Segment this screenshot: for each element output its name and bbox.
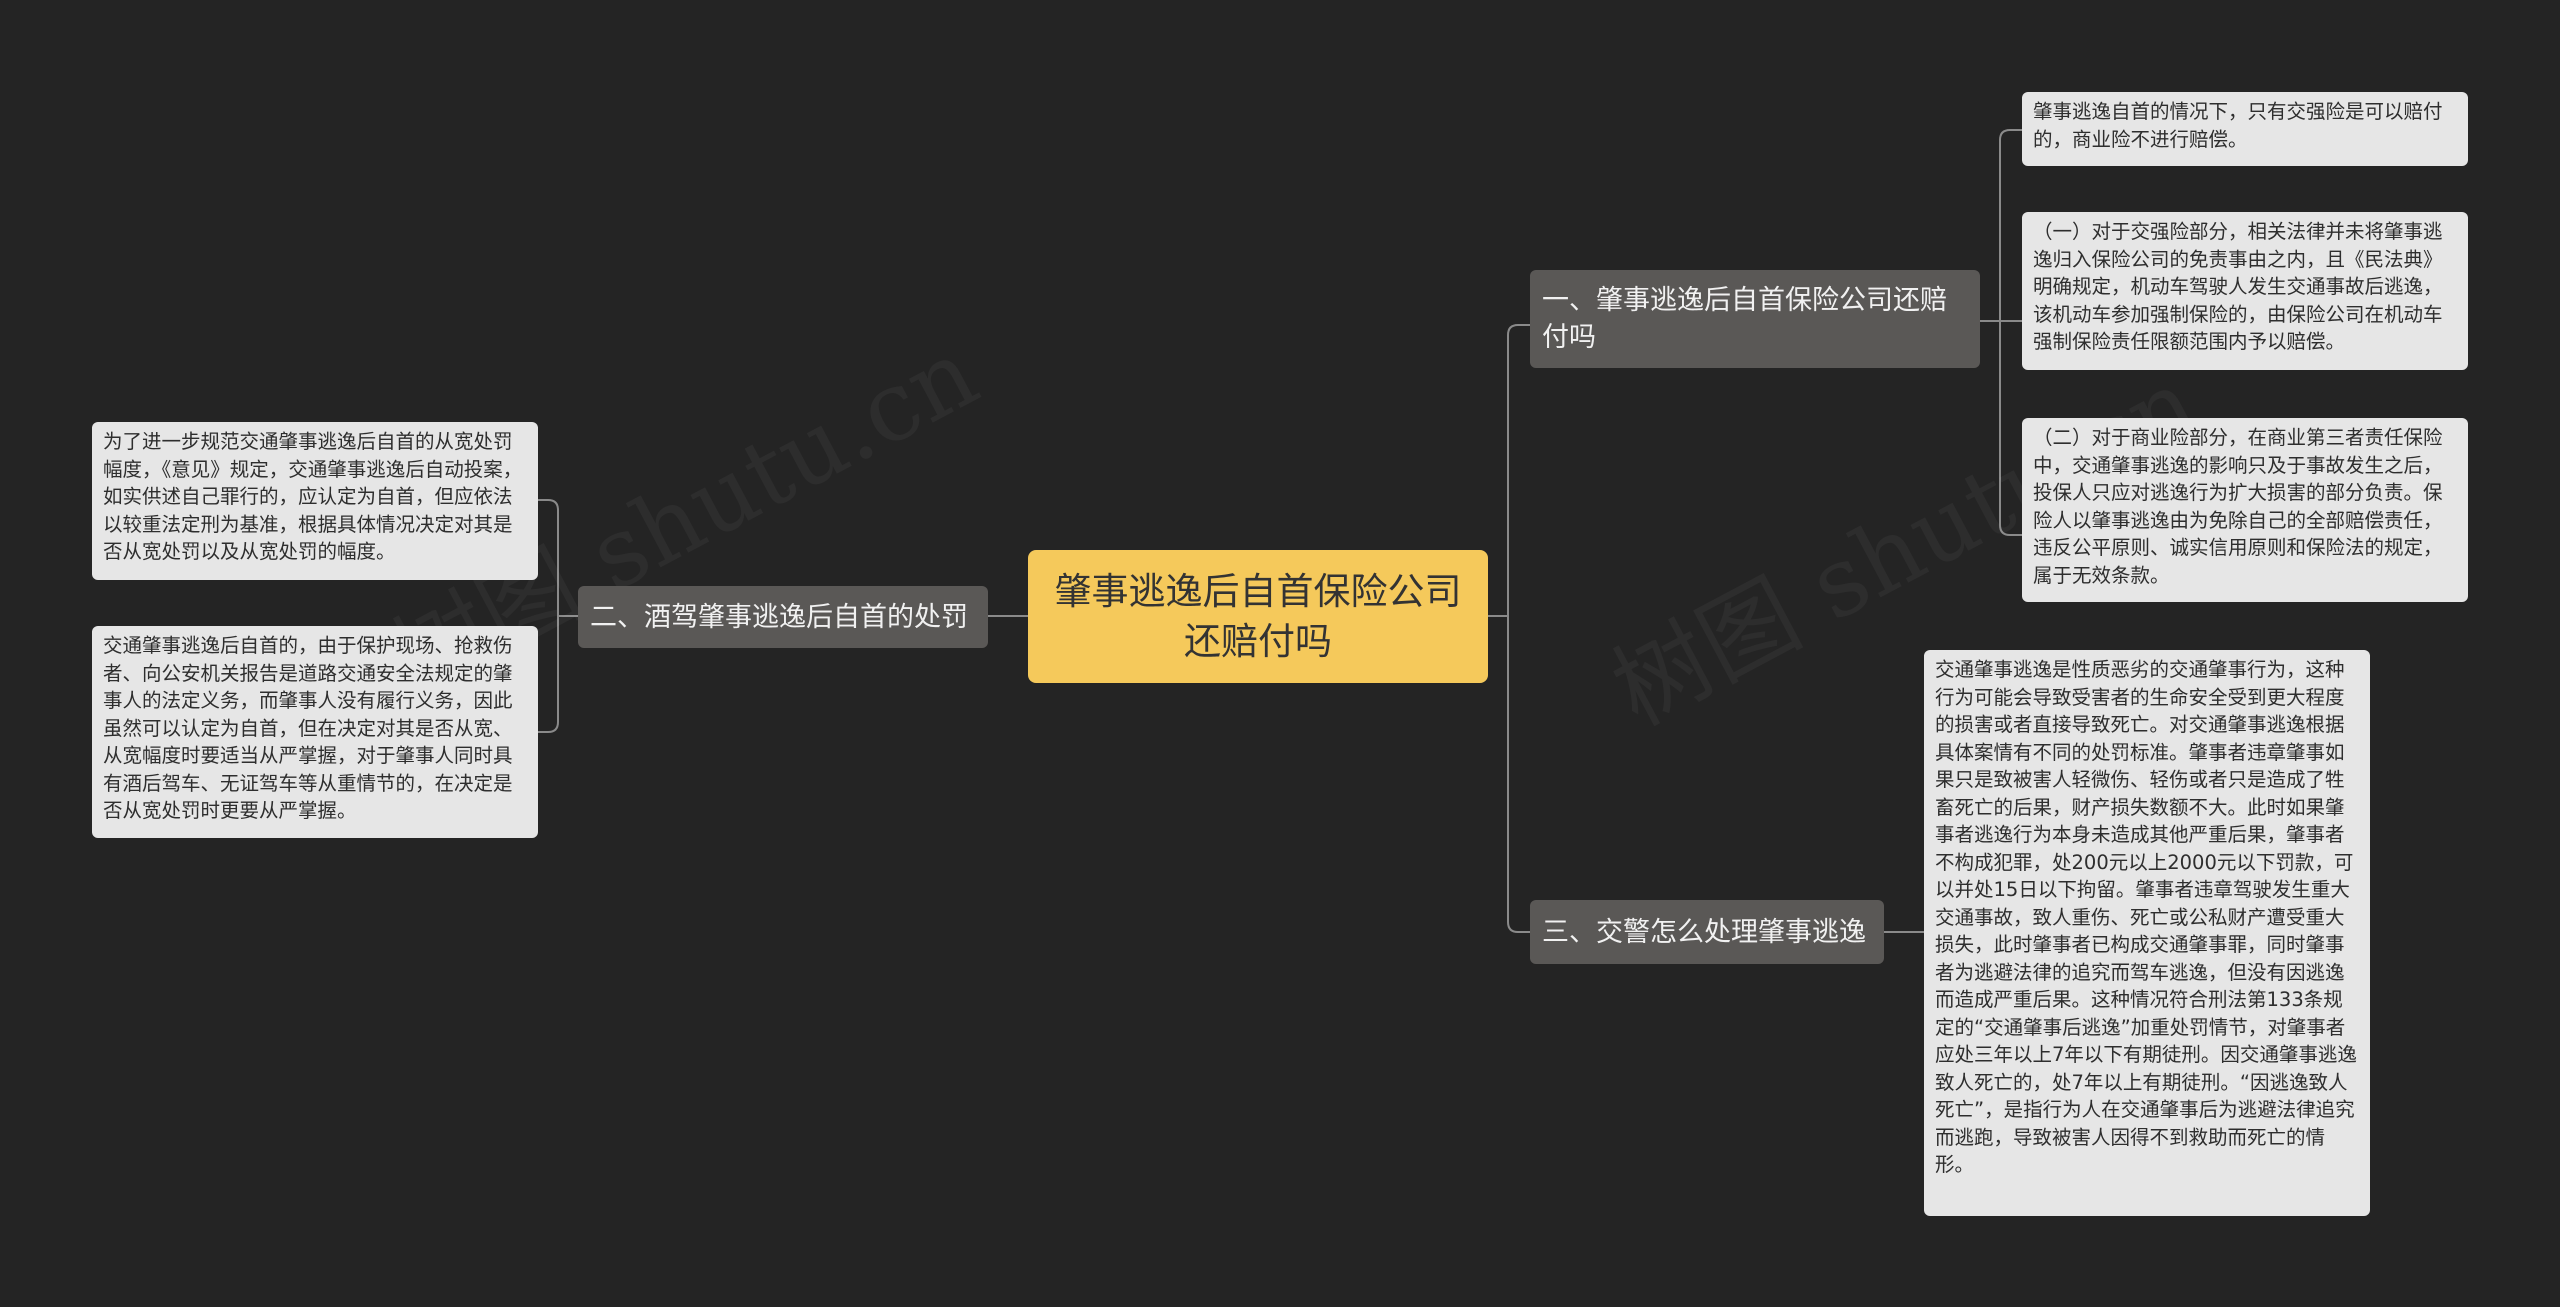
connector-root-right-3 xyxy=(1507,616,1530,933)
leaf-text: （二）对于商业险部分，在商业第三者责任保险中，交通肇事逃逸的影响只及于事故发生之… xyxy=(2033,426,2443,587)
connector-b1 xyxy=(1980,129,2022,322)
branch-label: 二、酒驾肇事逃逸后自首的处罚 xyxy=(590,601,968,633)
leaf-compulsory-insurance-only[interactable]: 肇事逃逸自首的情况下，只有交强险是可以赔付的，商业险不进行赔偿。 xyxy=(2022,92,2468,166)
connector-b1-3 xyxy=(1999,321,2022,536)
branch-label: 一、肇事逃逸后自首保险公司还赔付吗 xyxy=(1542,285,1947,353)
leaf-hit-and-run-penalties[interactable]: 交通肇事逃逸是性质恶劣的交通肇事行为，这种行为可能会导致受害者的生命安全受到更大… xyxy=(1924,650,2370,1216)
root-topic[interactable]: 肇事逃逸后自首保险公司还赔付吗 xyxy=(1028,550,1488,683)
leaf-text: 交通肇事逃逸后自首的，由于保护现场、抢救伤者、向公安机关报告是道路交通安全法规定… xyxy=(103,634,513,822)
branch-drunk-driving-penalty[interactable]: 二、酒驾肇事逃逸后自首的处罚 xyxy=(578,586,988,648)
leaf-text: 为了进一步规范交通肇事逃逸后自首的从宽处罚幅度，《意见》规定，交通肇事逃逸后自动… xyxy=(103,430,523,563)
root-topic-label: 肇事逃逸后自首保险公司还赔付吗 xyxy=(1054,569,1462,663)
leaf-compulsory-insurance-part[interactable]: （一）对于交强险部分，相关法律并未将肇事逃逸归入保险公司的免责事由之内，且《民法… xyxy=(2022,212,2468,370)
leaf-commercial-insurance-part[interactable]: （二）对于商业险部分，在商业第三者责任保险中，交通肇事逃逸的影响只及于事故发生之… xyxy=(2022,418,2468,602)
branch-insurance-compensation[interactable]: 一、肇事逃逸后自首保险公司还赔付吗 xyxy=(1530,270,1980,368)
branch-label: 三、交警怎么处理肇事逃逸 xyxy=(1542,916,1866,948)
connector-root-right xyxy=(1488,324,1530,617)
leaf-surrender-leniency[interactable]: 为了进一步规范交通肇事逃逸后自首的从宽处罚幅度，《意见》规定，交通肇事逃逸后自动… xyxy=(92,422,538,580)
leaf-text: 交通肇事逃逸是性质恶劣的交通肇事行为，这种行为可能会导致受害者的生命安全受到更大… xyxy=(1935,658,2357,1176)
connector-b2-2 xyxy=(538,616,559,733)
connector-b2 xyxy=(538,499,578,617)
leaf-text: 肇事逃逸自首的情况下，只有交强险是可以赔付的，商业险不进行赔偿。 xyxy=(2033,100,2443,151)
leaf-text: （一）对于交强险部分，相关法律并未将肇事逃逸归入保险公司的免责事由之内，且《民法… xyxy=(2033,220,2443,353)
branch-police-handling[interactable]: 三、交警怎么处理肇事逃逸 xyxy=(1530,900,1884,964)
leaf-strict-leniency[interactable]: 交通肇事逃逸后自首的，由于保护现场、抢救伤者、向公安机关报告是道路交通安全法规定… xyxy=(92,626,538,838)
